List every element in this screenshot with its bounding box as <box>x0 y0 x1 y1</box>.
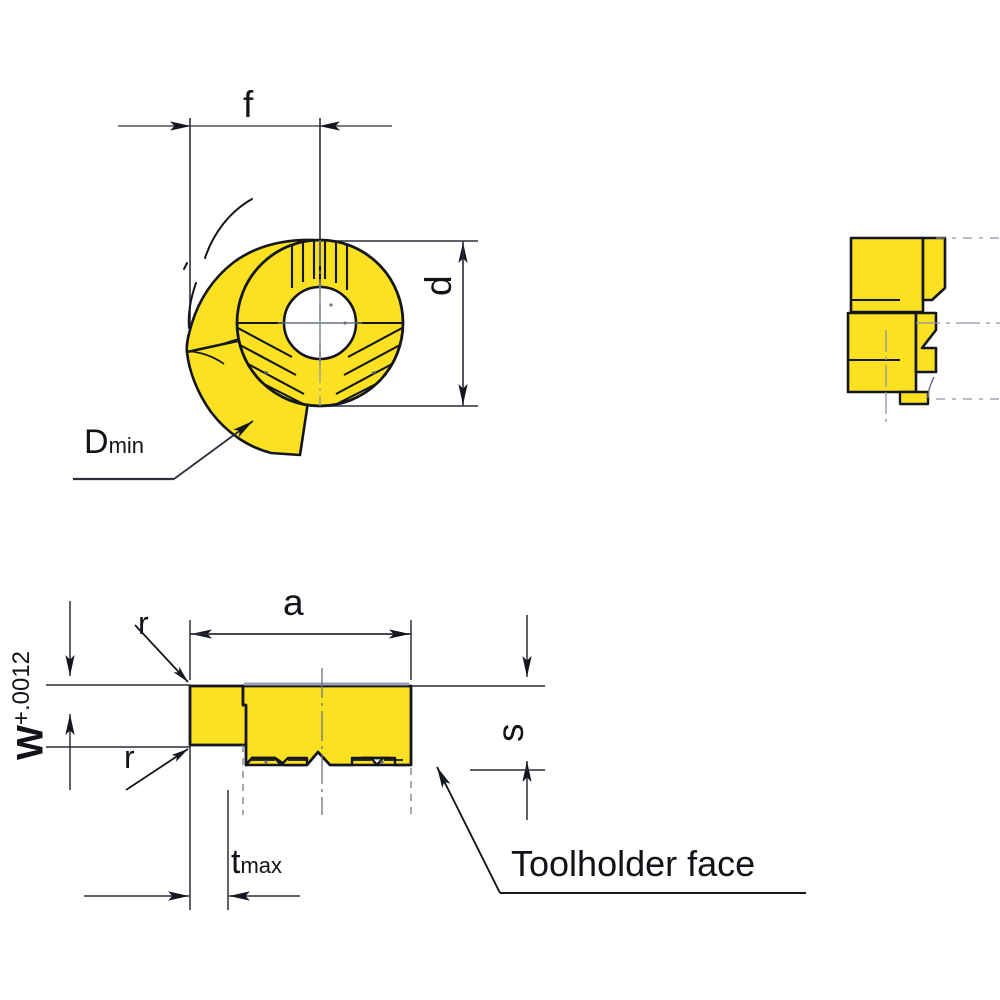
dimension-f <box>118 118 392 330</box>
dimension-label-d: d <box>418 275 459 296</box>
dimension-label-r-lower: r <box>124 739 135 775</box>
insert-main-body <box>241 684 413 767</box>
dimension-s <box>411 615 545 820</box>
leader-arrow-toolholder <box>436 766 501 894</box>
dimension-w <box>46 601 190 790</box>
insert-end-profile <box>185 238 405 457</box>
leader-arrow-r-upper <box>134 624 189 683</box>
side-bottom-foot <box>898 390 930 406</box>
side-view-group <box>846 236 1000 424</box>
insert-plan-profile <box>188 682 413 767</box>
side-lower-block <box>846 311 918 394</box>
dimension-label-f: f <box>243 84 254 125</box>
side-upper-right-tab <box>921 236 947 302</box>
arc-dmin-tick <box>183 262 188 270</box>
side-internal-lines <box>848 299 900 361</box>
insert-nose-blend <box>186 350 225 365</box>
side-centerlines <box>885 237 1000 424</box>
leader-radius-upper <box>134 624 189 683</box>
w-tolerance-text: +.0012 <box>8 650 35 726</box>
plan-projection-lines <box>242 745 412 815</box>
bore-center-dots <box>329 303 347 325</box>
end-view-group <box>73 118 478 481</box>
arc-dmin-upper2 <box>187 282 197 329</box>
insert-cutting-tip <box>188 684 252 747</box>
leader-toolholder-face <box>436 766 806 894</box>
annotation-toolholder-face: Toolholder face <box>511 843 756 884</box>
serration-grooves <box>237 240 403 406</box>
side-lower-right-step <box>914 311 938 374</box>
dimension-t-max <box>84 745 300 910</box>
dimension-label-d-min: Dmin <box>84 425 144 459</box>
leader-d-min <box>73 420 254 481</box>
t-max-main-text: t <box>231 843 241 881</box>
dimension-label-s: s <box>490 723 531 743</box>
leader-arrow-dmin <box>173 420 254 480</box>
dimension-label-w: W+.0012 <box>8 650 51 760</box>
leader-radius-lower <box>125 748 189 791</box>
side-nose-arc <box>927 376 935 399</box>
serration-dots <box>264 371 376 375</box>
dimension-a <box>189 620 412 680</box>
d-min-subscript: min <box>108 433 145 458</box>
seating-dots <box>264 760 384 764</box>
leader-arrow-r-lower <box>125 748 189 791</box>
plan-view-group <box>46 601 806 910</box>
dimension-label-r-upper: r <box>138 605 149 641</box>
t-max-subscript: max <box>240 853 283 878</box>
dimension-d <box>320 240 478 407</box>
arc-dmin-upper <box>204 198 253 259</box>
d-min-main-text: D <box>84 423 109 461</box>
dimension-label-t-max: tmax <box>231 845 282 879</box>
dimension-label-a: a <box>283 582 304 623</box>
w-main-text: W <box>9 725 51 760</box>
seating-serrations <box>244 756 397 767</box>
